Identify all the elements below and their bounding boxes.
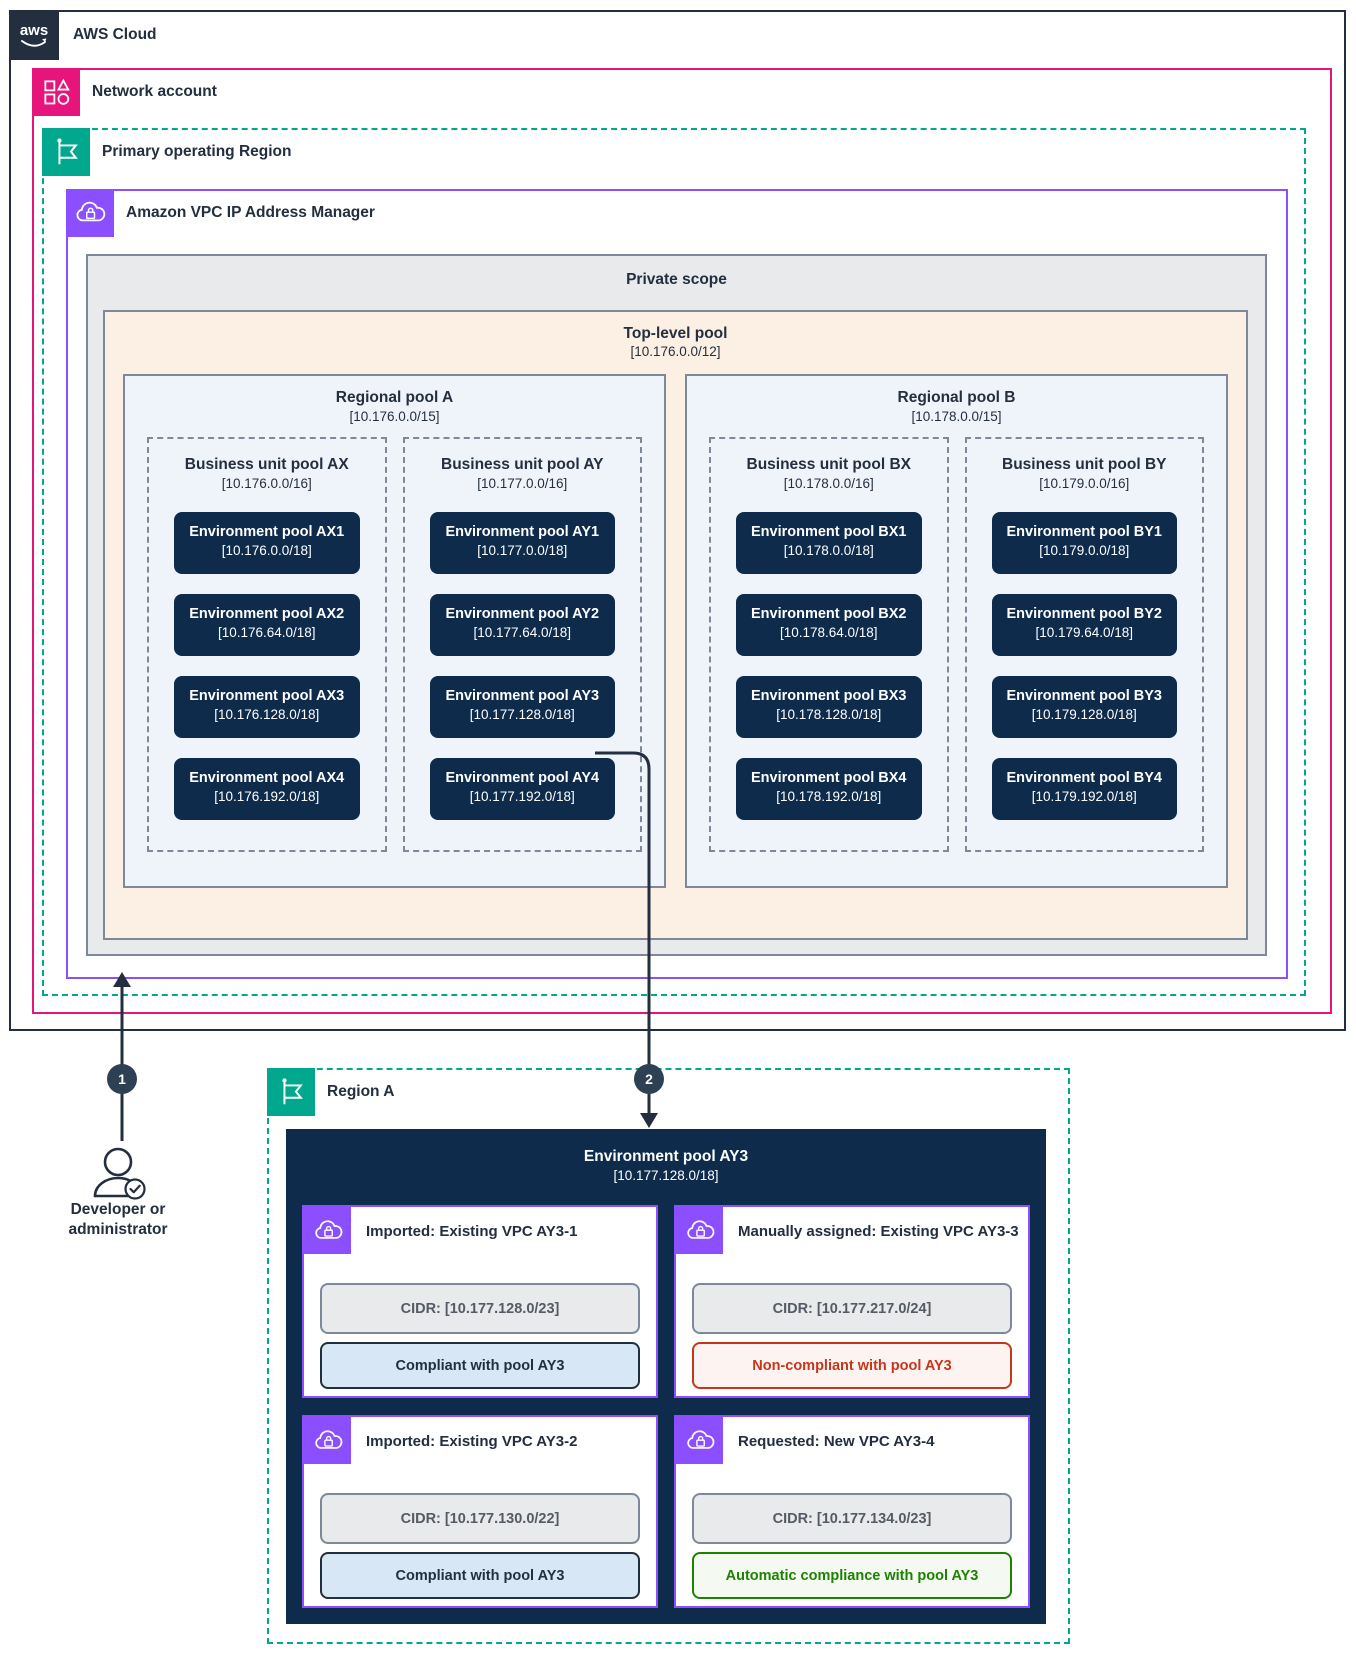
business-unit-title: Business unit pool AX: [184, 456, 349, 473]
svg-text:aws: aws: [20, 22, 48, 39]
vpc-status-noncompliant: Non-compliant with pool AY3: [692, 1342, 1012, 1389]
network-account-group: Network account Primary operating Region: [32, 68, 1332, 1014]
region-a-label: Region A: [327, 1083, 395, 1100]
environment-pool-ay3: Environment pool AY3 [10.177.128.0/18]: [429, 676, 615, 738]
regional-pool-a: Regional pool A [10.176.0.0/15] Business…: [123, 374, 666, 888]
vpc-cidr-box: CIDR: [10.177.134.0/23]: [692, 1493, 1012, 1544]
regional-pool-b: Regional pool B [10.178.0.0/15] Business…: [685, 374, 1228, 888]
step-badge-2: 2: [634, 1064, 664, 1094]
vpc-card-ay3-3: Manually assigned: Existing VPC AY3-3 CI…: [674, 1205, 1030, 1398]
ay3-detail-title: Environment pool AY3: [583, 1148, 749, 1165]
vpc-card-title: Imported: Existing VPC AY3-2: [366, 1433, 578, 1450]
top-level-pool-title: Top-level pool: [623, 325, 728, 342]
environment-pool-bx4: Environment pool BX4 [10.178.192.0/18]: [736, 758, 922, 820]
aws-logo-icon: aws: [9, 10, 59, 60]
business-unit-cidr: [10.178.0.0/16]: [783, 476, 874, 491]
environment-pool-by1: Environment pool BY1 [10.179.0.0/18]: [991, 512, 1177, 574]
top-level-pool: Top-level pool [10.176.0.0/12] Regional …: [103, 310, 1248, 940]
region-flag-icon: [42, 128, 90, 176]
vpc-cloud-lock-icon: [676, 1417, 723, 1464]
business-unit-pool-ay: Business unit pool AY [10.177.0.0/16] En…: [402, 437, 642, 852]
environment-pool-ay1: Environment pool AY1 [10.177.0.0/18]: [429, 512, 615, 574]
business-unit-row: Business unit pool BX [10.178.0.0/16] En…: [687, 437, 1226, 852]
primary-region-label: Primary operating Region: [102, 143, 292, 160]
business-unit-title: Business unit pool AY: [441, 456, 604, 473]
step-badge-1: 1: [107, 1064, 137, 1094]
regional-pool-cidr: [10.178.0.0/15]: [911, 409, 1002, 424]
regional-pool-title: Regional pool B: [897, 389, 1016, 406]
vpc-cidr-box: CIDR: [10.177.217.0/24]: [692, 1283, 1012, 1334]
account-icon: [32, 68, 80, 116]
vpc-status-auto-compliance: Automatic compliance with pool AY3: [692, 1552, 1012, 1599]
developer-user-icon: [93, 1147, 146, 1200]
developer-label: Developer or administrator: [68, 1201, 168, 1238]
business-unit-pool-by: Business unit pool BY [10.179.0.0/16] En…: [964, 437, 1204, 852]
business-unit-cidr: [10.179.0.0/16]: [1039, 476, 1130, 491]
environment-pool-by2: Environment pool BY2 [10.179.64.0/18]: [991, 594, 1177, 656]
aws-cloud-group: aws AWS Cloud Network account: [9, 10, 1346, 1031]
business-unit-title: Business unit pool BX: [746, 456, 911, 473]
top-level-pool-cidr: [10.176.0.0/12]: [630, 344, 721, 359]
regional-pools-row: Regional pool A [10.176.0.0/15] Business…: [105, 374, 1246, 888]
vpc-card-ay3-2: Imported: Existing VPC AY3-2 CIDR: [10.1…: [302, 1415, 658, 1608]
network-account-label: Network account: [92, 83, 217, 100]
regional-pool-title: Regional pool A: [335, 389, 454, 406]
regional-pool-cidr: [10.176.0.0/15]: [349, 409, 440, 424]
vpc-cloud-lock-icon: [676, 1207, 723, 1254]
environment-pool-ay4: Environment pool AY4 [10.177.192.0/18]: [429, 758, 615, 820]
business-unit-row: Business unit pool AX [10.176.0.0/16] En…: [125, 437, 664, 852]
environment-pool-bx2: Environment pool BX2 [10.178.64.0/18]: [736, 594, 922, 656]
environment-pool-ay3-detail: Environment pool AY3 [10.177.128.0/18] I…: [286, 1129, 1046, 1624]
vpc-card-title: Requested: New VPC AY3-4: [738, 1433, 935, 1450]
environment-pool-bx1: Environment pool BX1 [10.178.0.0/18]: [736, 512, 922, 574]
vpc-card-ay3-4: Requested: New VPC AY3-4 CIDR: [10.177.1…: [674, 1415, 1030, 1608]
vpc-cloud-lock-icon: [304, 1417, 351, 1464]
vpc-status-compliant: Compliant with pool AY3: [320, 1342, 640, 1389]
environment-pool-bx3: Environment pool BX3 [10.178.128.0/18]: [736, 676, 922, 738]
vpc-card-title: Imported: Existing VPC AY3-1: [366, 1223, 578, 1240]
vpc-status-compliant: Compliant with pool AY3: [320, 1552, 640, 1599]
vpc-card-title: Manually assigned: Existing VPC AY3-3: [738, 1223, 1019, 1240]
ipam-label: Amazon VPC IP Address Manager: [126, 204, 375, 221]
business-unit-title: Business unit pool BY: [1002, 456, 1167, 473]
private-scope: Private scope Top-level pool [10.176.0.0…: [86, 254, 1267, 956]
vpc-cidr-box: CIDR: [10.177.128.0/23]: [320, 1283, 640, 1334]
business-unit-pool-ax: Business unit pool AX [10.176.0.0/16] En…: [147, 437, 387, 852]
vpc-cards-grid: Imported: Existing VPC AY3-1 CIDR: [10.1…: [302, 1205, 1030, 1608]
environment-pool-ax1: Environment pool AX1 [10.176.0.0/18]: [174, 512, 360, 574]
ipam-group: Amazon VPC IP Address Manager Private sc…: [66, 189, 1288, 979]
environment-pool-by3: Environment pool BY3 [10.179.128.0/18]: [991, 676, 1177, 738]
environment-pool-ay2: Environment pool AY2 [10.177.64.0/18]: [429, 594, 615, 656]
vpc-cidr-box: CIDR: [10.177.130.0/22]: [320, 1493, 640, 1544]
business-unit-pool-bx: Business unit pool BX [10.178.0.0/16] En…: [709, 437, 949, 852]
business-unit-cidr: [10.177.0.0/16]: [477, 476, 568, 491]
environment-pool-by4: Environment pool BY4 [10.179.192.0/18]: [991, 758, 1177, 820]
ay3-detail-cidr: [10.177.128.0/18]: [613, 1168, 719, 1183]
environment-pool-ax3: Environment pool AX3 [10.176.128.0/18]: [174, 676, 360, 738]
vpc-card-ay3-1: Imported: Existing VPC AY3-1 CIDR: [10.1…: [302, 1205, 658, 1398]
environment-pool-ax2: Environment pool AX2 [10.176.64.0/18]: [174, 594, 360, 656]
region-a-group: Region A Environment pool AY3 [10.177.12…: [267, 1068, 1070, 1644]
aws-cloud-label: AWS Cloud: [73, 26, 157, 43]
private-scope-title: Private scope: [626, 271, 727, 288]
environment-pool-ax4: Environment pool AX4 [10.176.192.0/18]: [174, 758, 360, 820]
vpc-cloud-lock-icon: [304, 1207, 351, 1254]
primary-region-group: Primary operating Region Amazon VPC IP A…: [42, 128, 1306, 996]
ipam-cloud-lock-icon: [66, 189, 114, 237]
business-unit-cidr: [10.176.0.0/16]: [221, 476, 312, 491]
region-a-flag-icon: [267, 1068, 315, 1116]
